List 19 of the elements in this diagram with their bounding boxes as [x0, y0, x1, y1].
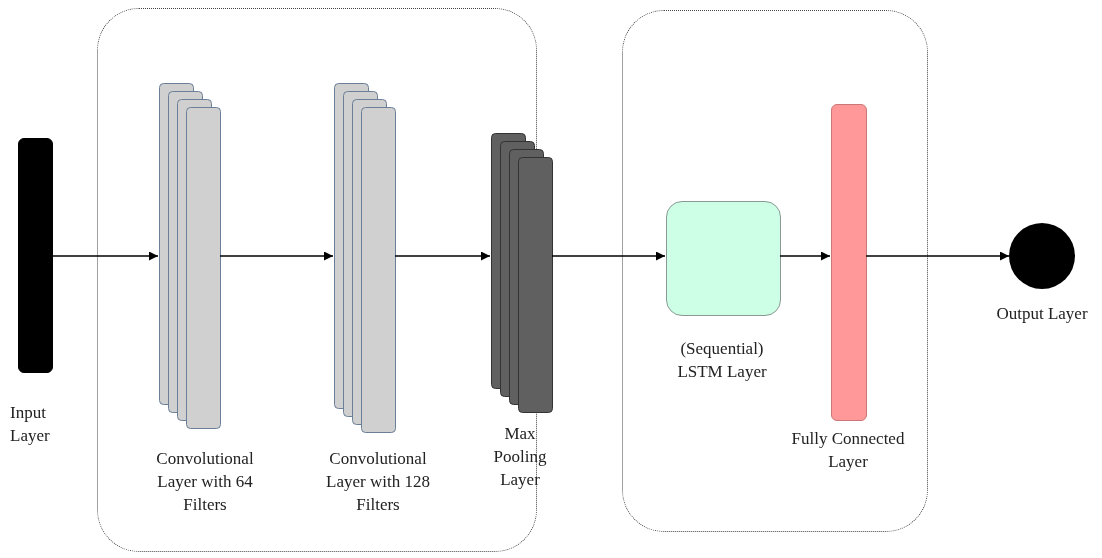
layer-bar — [18, 138, 53, 373]
layer-label: Convolutional Layer with 128 Filters — [325, 448, 431, 516]
layer-label: Output Layer — [995, 303, 1089, 325]
feature-map-stack — [159, 83, 221, 429]
feature-map-stack — [334, 83, 396, 433]
arrow — [779, 251, 831, 261]
arrow — [551, 251, 666, 261]
arrow — [52, 251, 159, 261]
layer-label: Input Layer — [10, 402, 51, 447]
arrow — [394, 251, 491, 261]
layer-label: Max Pooling Layer — [492, 423, 548, 491]
layer-bar — [831, 104, 867, 421]
layer-box — [666, 201, 781, 316]
layer-label: (Sequential) LSTM Layer — [676, 338, 768, 383]
arrow — [865, 251, 1010, 261]
arrow — [219, 251, 334, 261]
feature-map-stack — [491, 133, 553, 413]
layer-label: Fully Connected Layer — [790, 428, 906, 473]
layer-label: Convolutional Layer with 64 Filters — [155, 448, 255, 516]
